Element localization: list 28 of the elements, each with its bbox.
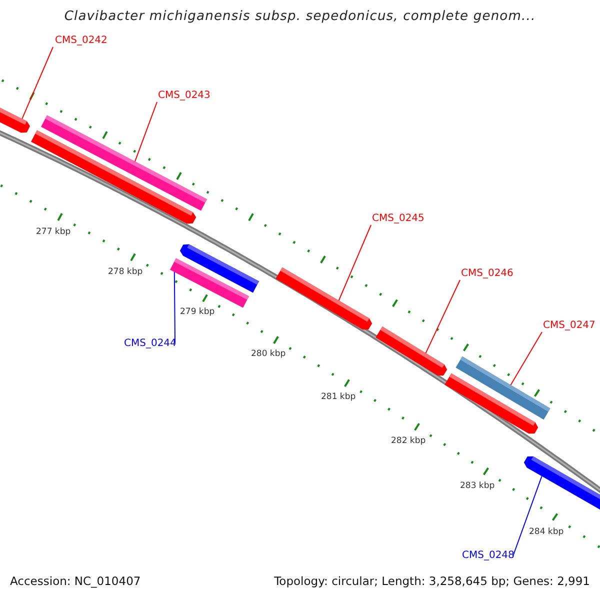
gene-label: CMS_0242 xyxy=(55,35,108,47)
gene-feature-bar xyxy=(170,258,249,308)
gene-label: CMS_0244 xyxy=(124,338,176,350)
gene-label: CMS_0243 xyxy=(158,90,210,102)
gene-label: CMS_0247 xyxy=(543,320,596,332)
leader-line xyxy=(512,476,542,556)
gene-feature-bar xyxy=(444,373,538,434)
leader-line xyxy=(174,272,176,344)
gene-feature-bar xyxy=(376,326,448,376)
gene-feature-bar xyxy=(276,267,372,330)
scale-label: 278 kbp xyxy=(108,267,143,277)
scale-label: 283 kbp xyxy=(460,481,495,491)
accession-text: Accession: NC_010407 xyxy=(10,574,141,588)
gene-feature-bar xyxy=(31,130,196,224)
gene-label: CMS_0245 xyxy=(372,213,424,225)
gene-label: CMS_0248 xyxy=(462,550,514,562)
scale-label: 279 kbp xyxy=(180,307,215,317)
scale-label: 282 kbp xyxy=(391,436,426,446)
leader-line xyxy=(510,332,542,386)
genome-summary-text: Topology: circular; Length: 3,258,645 bp; Genes: 2,991 xyxy=(274,574,590,588)
diagram-title: Clavibacter michiganensis subsp. sepedonicus, complete genom... xyxy=(63,9,537,24)
leader-line xyxy=(425,280,460,354)
gene-feature-bar xyxy=(524,456,600,511)
leader-line xyxy=(22,46,54,120)
gene-label: CMS_0246 xyxy=(461,268,514,280)
leader-line xyxy=(134,102,158,162)
gene-feature-bar xyxy=(0,105,30,133)
leader-line xyxy=(338,224,372,301)
